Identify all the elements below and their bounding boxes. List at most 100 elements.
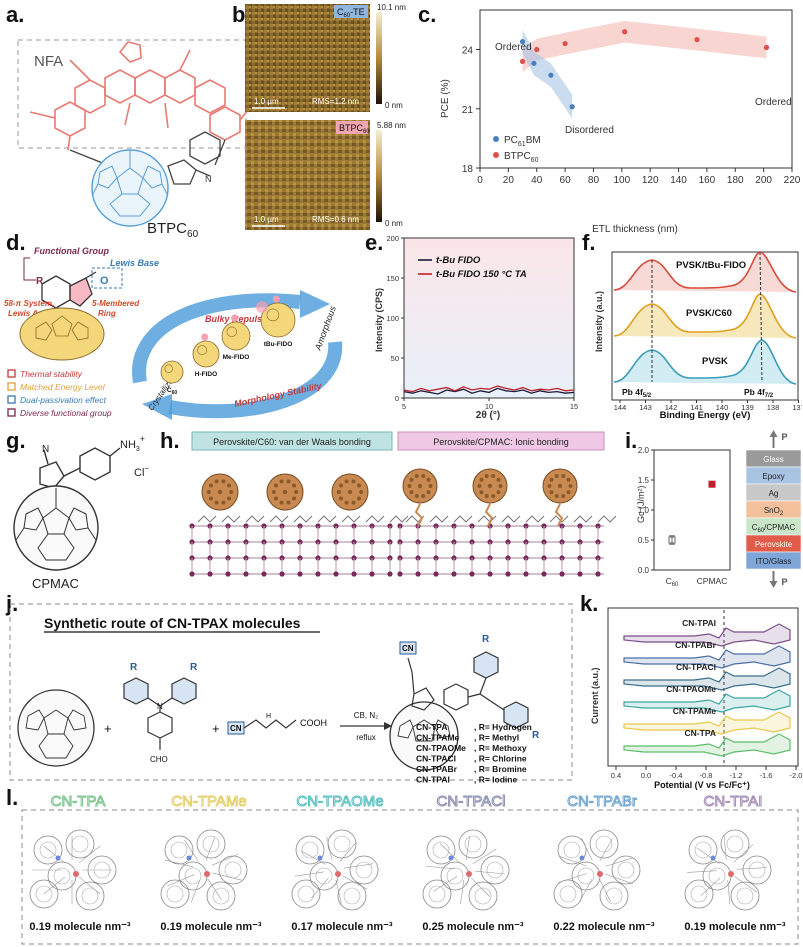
k-trace-label: CN-TPA: [685, 728, 716, 738]
d-molecule: [260, 302, 296, 338]
h-fullerene: [542, 468, 578, 504]
f-peak2: Pb 4f7/2: [744, 387, 774, 399]
e-xtick-label: 5: [402, 402, 406, 411]
c-annot-ordered-right: Ordered: [755, 97, 792, 108]
svg-text:O: O: [100, 275, 109, 287]
svg-text:Matched Energy Level: Matched Energy Level: [20, 382, 106, 392]
panel-g-structure: N NH3+ Cl− CPMAC: [13, 434, 149, 591]
c-ytick-label: 24: [462, 46, 474, 57]
rms-top: RMS=1.2 nm: [312, 97, 359, 106]
svg-text:CN: CN: [230, 724, 242, 733]
c-legend-btpc60: BTPC60: [504, 151, 539, 164]
h-fullerene: [472, 468, 508, 504]
f-spectrum-1: PVSK/C60: [686, 308, 732, 319]
i-stack-label: Perovskite: [755, 540, 793, 549]
d-molecule-label: tBu-FIDO: [264, 341, 293, 348]
c-plot-frame: [479, 9, 793, 169]
colorbar-top: [376, 12, 382, 104]
svg-text:BTPC60: BTPC60: [339, 123, 370, 135]
panel-l-label: l.: [6, 785, 19, 810]
l-density: 0.22 molecule nm⁻³: [553, 921, 655, 933]
k-trace-label: CN-TPAOMe: [666, 684, 716, 694]
i-ytick-label: 1.0: [638, 506, 650, 515]
j-table-name: CN-TPACl: [416, 754, 456, 764]
j-table-r: , R= Methoxy: [474, 743, 527, 753]
xps-spectra: [613, 251, 797, 385]
svg-text:R: R: [36, 276, 44, 287]
panel-h-label: h.: [160, 428, 180, 453]
n-methyl-label: N: [205, 174, 212, 184]
svg-text:1.0 µm: 1.0 µm: [254, 215, 279, 224]
panel-f-xps: Intensity (a.u.) PVSK/tBu-FIDO PVSK/C60 …: [594, 251, 802, 420]
e-background: [404, 238, 574, 398]
c-legend-marker-btpc60: [493, 152, 499, 158]
d-molecule: [221, 321, 251, 351]
f-xtick-label: 139: [741, 403, 754, 412]
svg-text:Diverse functional group: Diverse functional group: [20, 408, 112, 418]
nfa-label: NFA: [34, 53, 63, 70]
e-ytick-label: 50: [391, 354, 399, 363]
k-xtick-label: -1.2: [730, 771, 743, 780]
i-ytick-label: 0.5: [638, 536, 650, 545]
k-cv-trace: [623, 733, 791, 757]
c-point-pc61bm: [569, 104, 575, 110]
c-ytick-label: 21: [462, 105, 474, 116]
svg-text:Lewis Base: Lewis Base: [110, 258, 159, 268]
l-packing-cluster: [553, 829, 641, 911]
c-xtick-label: 180: [727, 175, 744, 186]
svg-text:+: +: [104, 721, 112, 736]
c-point-pc61bm: [531, 60, 537, 66]
h-left-banner: [191, 431, 393, 451]
d-substituent: [272, 295, 280, 303]
svg-text:Current (a.u.): Current (a.u.): [590, 667, 600, 724]
k-xtick-label: 0.4: [611, 771, 621, 780]
panel-e-label: e.: [365, 230, 384, 255]
svg-text:CN: CN: [402, 644, 414, 653]
h-right-banner: [397, 431, 605, 451]
c-xtick-label: 20: [503, 175, 515, 186]
c-xtick-label: 80: [588, 175, 600, 186]
l-molecule-name: CN-TPABr: [567, 793, 637, 810]
c-xtick-label: 120: [642, 175, 659, 186]
panel-a-label: a.: [6, 2, 25, 27]
c-legend-marker-pc61bm: [493, 136, 499, 142]
d-molecule-label: H-FIDO: [195, 371, 217, 378]
e-ytick-label: 200: [386, 234, 399, 243]
btpc60-label: BTPC60: [147, 220, 199, 240]
svg-text:58-π System,: 58-π System,: [4, 299, 54, 308]
fullerene-icon: [91, 149, 169, 227]
svg-text:Functional Group: Functional Group: [34, 246, 109, 256]
svg-text:R: R: [532, 730, 540, 741]
i-force-bottom: P: [782, 577, 788, 587]
panel-i-label: i.: [625, 428, 638, 453]
k-cv-trace: [623, 623, 791, 647]
h-perovskite-lattice: [397, 515, 616, 577]
g-nh3: NH3+: [120, 434, 145, 453]
svg-text:R: R: [130, 662, 138, 673]
e-ytick-label: 0: [395, 394, 399, 403]
e-line-annealed: [403, 385, 575, 393]
fido-fullerene: [19, 307, 105, 361]
h-fullerene: [201, 473, 239, 511]
svg-text:Lewis Acid: Lewis Acid: [8, 309, 51, 318]
panel-f-label: f.: [582, 230, 596, 255]
e-xtick-label: 10: [485, 402, 493, 411]
svg-text:10.1 nm: 10.1 nm: [377, 3, 406, 12]
svg-text:R: R: [190, 662, 198, 673]
k-trace-label: CN-TPABr: [675, 640, 717, 650]
panel-j-synthesis: Synthetic route of CN-TPAX molecules + R…: [9, 603, 573, 785]
h-linker: [484, 503, 494, 527]
j-table-r: , R= Iodine: [474, 775, 517, 785]
c-point-pc61bm: [519, 39, 526, 45]
i-point: [668, 536, 676, 544]
panel-c-label: c.: [418, 2, 437, 27]
c-xtick-label: 0: [477, 175, 483, 186]
j-table-r: , R= Chlorine: [474, 754, 527, 764]
j-table-r: , R= Hydrogen: [474, 722, 532, 732]
c-point-btpc60: [562, 40, 568, 47]
h-fullerene: [331, 473, 369, 511]
svg-text:Perovskite/CPMAC: Ionic bondin: Perovskite/CPMAC: Ionic bonding: [433, 437, 569, 447]
